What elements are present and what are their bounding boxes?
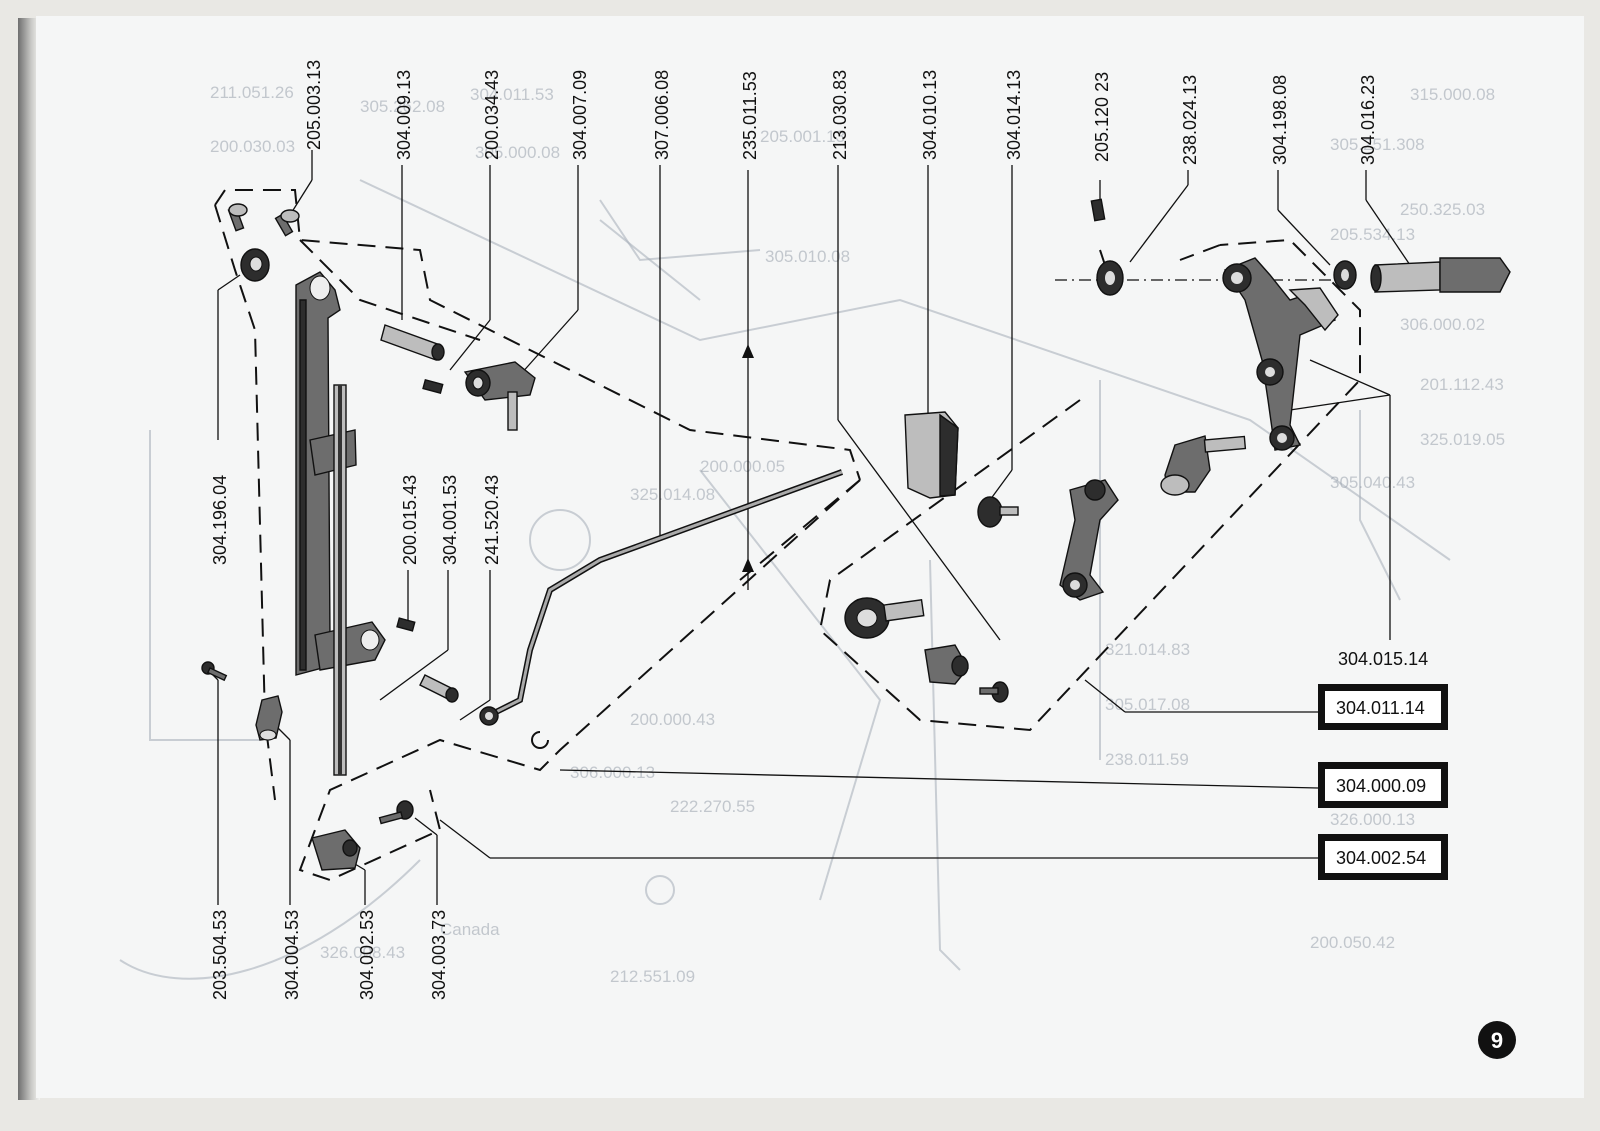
ghost-label: 326.000.13: [1330, 810, 1415, 829]
washer-part: [1096, 260, 1124, 296]
screw-part: [378, 800, 414, 825]
part-label: 238.024.13: [1180, 75, 1200, 165]
ghost-label: 211.051.26: [210, 83, 294, 102]
ghost-label: 212.551.09: [610, 967, 695, 986]
part-label: 205.003.13: [304, 60, 324, 150]
part-label: 304.007.09: [570, 70, 590, 160]
ghost-label: 205.534.13: [1330, 225, 1415, 244]
shaft-part: [1370, 257, 1511, 293]
ghost-label: 250.325.03: [1400, 200, 1485, 219]
crank-arm-part: [1059, 479, 1119, 601]
svg-text:304.011.14: 304.011.14: [1336, 698, 1425, 718]
screw-part: [227, 203, 248, 232]
screw-part: [274, 209, 300, 237]
ghost-label: 325.014.08: [630, 485, 715, 504]
thumb-screw-part: [977, 496, 1019, 528]
wire-rod-part: [479, 469, 844, 726]
pin-part: [419, 674, 459, 703]
block-part: [311, 829, 361, 871]
ghost-label: 305.010.08: [765, 247, 850, 266]
part-label: 200.034.43: [482, 70, 502, 160]
scan-edge: [18, 18, 40, 1100]
boxed-part-labels: 304.011.14 304.000.09 304.002.54: [1318, 684, 1448, 880]
ghost-label: 222.270.55: [670, 797, 755, 816]
ghost-label: 305.251.308: [1330, 135, 1425, 154]
part-label: 304.196.04: [210, 475, 230, 565]
part-label: 304.010.13: [920, 70, 940, 160]
screw-part: [201, 661, 228, 682]
page-number-badge: 9: [1478, 1021, 1516, 1059]
boxed-label: 304.002.54: [1318, 834, 1448, 880]
part-label: 304.009.13: [394, 70, 414, 160]
svg-text:304.000.09: 304.000.09: [1336, 776, 1426, 796]
clip-part: [255, 695, 283, 741]
set-screw-part: [396, 617, 416, 632]
part-label: 304.003.73: [429, 910, 449, 1000]
sleeve-part: [924, 644, 969, 685]
ghost-label: 238.011.59: [1105, 750, 1189, 769]
paper-sheet: [36, 16, 1584, 1098]
set-screw-part: [1090, 198, 1106, 222]
ghost-label: 315.000.08: [1410, 85, 1495, 104]
washer-part: [1333, 260, 1357, 290]
leader-lines: [209, 150, 1411, 905]
page-number: 9: [1491, 1028, 1503, 1053]
part-label: 235.011.53: [740, 71, 760, 160]
ghost-label: Canada: [440, 920, 500, 939]
assembly-dashed-outlines: [214, 189, 1361, 882]
ghost-label: 325.019.05: [1420, 430, 1505, 449]
retaining-ring-part: [531, 731, 549, 749]
part-label: 200.015.43: [400, 475, 420, 565]
part-number-labels: 205.003.13 304.009.13 200.034.43 304.007…: [210, 60, 1428, 1000]
parts: [201, 198, 1511, 871]
ghost-label: 201.112.43: [1420, 375, 1504, 394]
crank-pin-part: [1160, 435, 1247, 496]
set-screw-part: [422, 378, 444, 395]
background-ghost-drawing: 211.051.26 305.262.08 304.011.53 200.030…: [119, 83, 1505, 986]
ghost-label: 304.011.53: [470, 85, 554, 104]
part-label: 304.014.13: [1004, 70, 1024, 160]
svg-text:304.002.54: 304.002.54: [1336, 848, 1426, 868]
nut-part: [240, 248, 270, 282]
ghost-label: 200.000.05: [700, 457, 785, 476]
part-label: 304.001.53: [440, 475, 460, 565]
screw-part: [979, 681, 1009, 703]
ghost-label: 200.030.03: [210, 137, 295, 156]
ghost-label: 305.000.08: [475, 143, 560, 162]
part-label: 203.504.53: [210, 910, 230, 1000]
ghost-label: 305.262.08: [360, 97, 445, 116]
ghost-label: 321.014.83: [1105, 640, 1190, 659]
eyelet-part: [844, 597, 925, 639]
part-label: 307.006.08: [652, 70, 672, 160]
ghost-label: 200.050.42: [1310, 933, 1395, 952]
part-label: 241.520.43: [482, 475, 502, 565]
boxed-label: 304.011.14: [1318, 684, 1448, 730]
needle-bar-frame-part: [295, 271, 386, 776]
ghost-label: 205.001.13: [760, 127, 845, 146]
part-label: 213.030.83: [830, 70, 850, 160]
part-label: 304.016.23: [1358, 75, 1378, 165]
ghost-label: 200.000.43: [630, 710, 715, 729]
guide-block-part: [904, 411, 959, 499]
part-label: 304.015.14: [1338, 649, 1428, 669]
pin-part: [380, 324, 445, 361]
ghost-label: 305.017.08: [1105, 695, 1190, 714]
ghost-label: 306.000.02: [1400, 315, 1485, 334]
part-label: 205.120 23: [1092, 72, 1112, 162]
ghost-label: 326.008.43: [320, 943, 405, 962]
part-label: 304.004.53: [282, 910, 302, 1000]
boxed-label: 304.000.09: [1318, 762, 1448, 808]
link-arm-part: [1222, 257, 1339, 451]
ghost-label: 305.040.43: [1330, 473, 1415, 492]
clamp-part: [463, 361, 536, 431]
part-label: 304.198.08: [1270, 75, 1290, 165]
part-label: 304.002.53: [357, 910, 377, 1000]
ghost-label: 306.000.13: [570, 763, 655, 782]
